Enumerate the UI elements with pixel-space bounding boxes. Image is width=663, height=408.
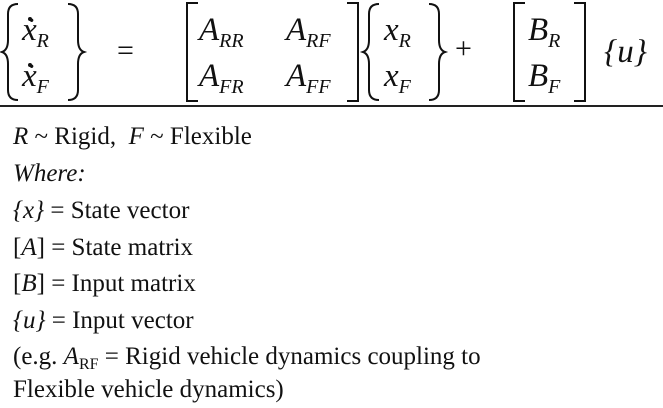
example-symbol: A xyxy=(63,343,79,370)
u-symbol: {u} xyxy=(13,307,46,334)
bracket-glyphs xyxy=(0,2,586,102)
x-dot-symbol: ẋ xyxy=(22,12,37,48)
a-def-text: = State matrix xyxy=(51,234,194,261)
b-symbol: B xyxy=(21,270,37,297)
matrix-b-right-bracket xyxy=(574,2,586,102)
state-space-equation: ẋR ẋF = ARR ARF AFR AFF xR xF + BR BF {u… xyxy=(0,0,663,104)
where-label: Where: xyxy=(13,160,86,187)
flexible-symbol: F xyxy=(128,123,144,150)
matrix-a-right-bracket xyxy=(347,2,359,102)
a-symbol: A xyxy=(21,234,37,261)
state-row-2: xF xyxy=(384,58,411,98)
lhs-row-2: ẋF xyxy=(22,58,49,98)
matrix-a-11: ARR xyxy=(199,12,244,52)
input-vector: {u} xyxy=(604,34,647,70)
a-definition: [A] = State matrix xyxy=(13,234,194,261)
x-dot-symbol: ẋ xyxy=(22,58,37,94)
x-def-text: = State vector xyxy=(50,197,190,224)
example-line-2: Flexible vehicle dynamics) xyxy=(13,376,284,403)
u-definition: {u} = Input vector xyxy=(13,308,194,333)
lhs-left-brace xyxy=(0,3,19,101)
plus-sign: + xyxy=(455,32,472,65)
example-subscript: RF xyxy=(78,356,99,373)
legend-line: R ~ Rigid, F ~ Flexible xyxy=(13,124,252,149)
state-right-brace xyxy=(428,3,449,101)
matrix-b-2: BF xyxy=(528,58,561,98)
state-left-brace xyxy=(359,3,380,101)
subscript: R xyxy=(36,30,49,52)
rigid-symbol: R xyxy=(13,123,29,150)
x-symbol: {x} xyxy=(13,197,45,224)
subscript: F xyxy=(36,76,49,98)
x-definition: {x} = State vector xyxy=(13,198,189,223)
matrix-a-12: ARF xyxy=(286,12,331,52)
lhs-right-brace xyxy=(67,3,88,101)
matrix-a-22: AFF xyxy=(286,58,331,98)
b-def-text: = Input matrix xyxy=(51,270,196,297)
equals-sign: = xyxy=(117,34,134,67)
lhs-row-1: ẋR xyxy=(22,12,49,52)
matrix-b-1: BR xyxy=(528,12,561,52)
matrix-a-21: AFR xyxy=(199,58,244,98)
example-line-1: (e.g. ARF = Rigid vehicle dynamics coupl… xyxy=(13,344,481,373)
b-definition: [B] = Input matrix xyxy=(13,270,196,297)
separator-rule xyxy=(0,105,663,107)
rigid-text: ~ Rigid, xyxy=(34,123,117,150)
example-prefix: (e.g. xyxy=(13,343,64,370)
example-text: = Rigid vehicle dynamics coupling to xyxy=(98,343,481,370)
flexible-text: ~ Flexible xyxy=(150,123,252,150)
matrix-b-left-bracket xyxy=(513,2,525,102)
u-def-text: = Input vector xyxy=(51,307,194,334)
matrix-a-left-bracket xyxy=(186,2,198,102)
state-row-1: xR xyxy=(384,12,411,52)
